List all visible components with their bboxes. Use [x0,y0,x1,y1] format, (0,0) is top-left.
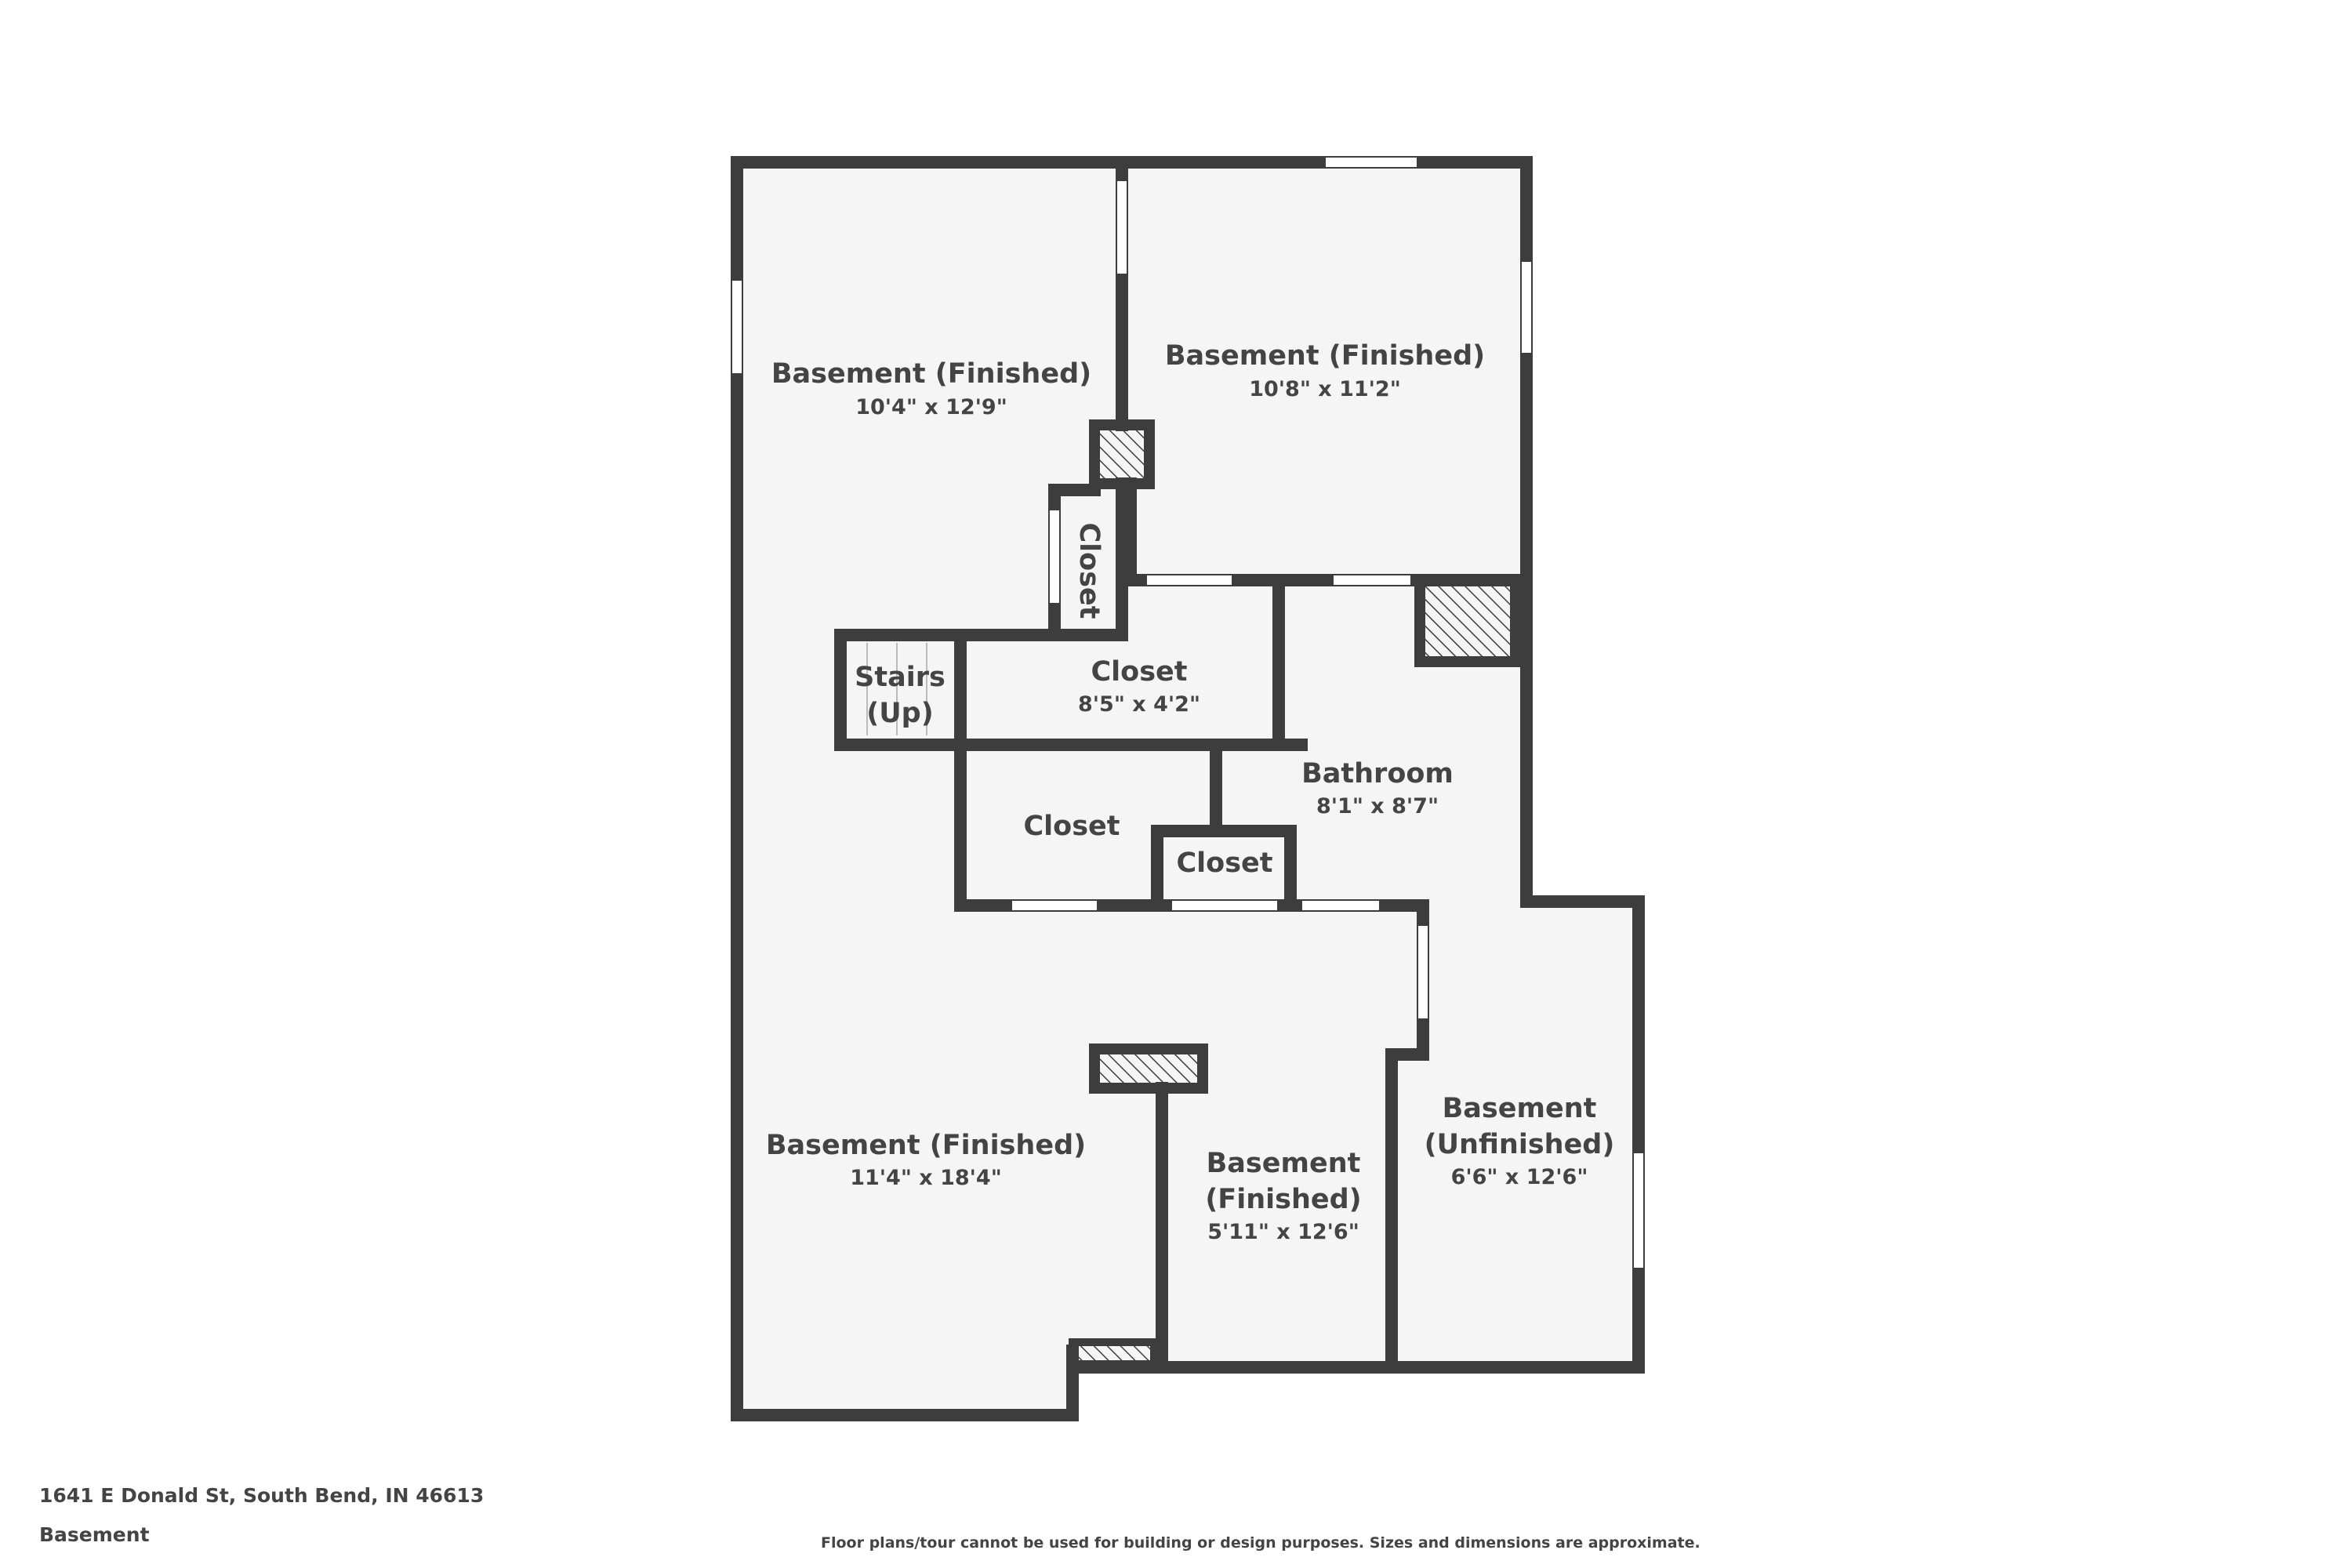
window-right [1520,260,1533,354]
room-name-top-left: Basement (Finished) [771,358,1091,390]
hatched-column-right [1414,575,1521,667]
room-dim-top-right: 10'8" x 11'2" [1249,377,1401,401]
room-name-stairs-line1: Stairs [855,662,946,693]
room-dim-bathroom: 8'1" x 8'7" [1316,794,1439,818]
room-name-top-right: Basement (Finished) [1165,340,1485,372]
room-dim-bottom-left: 11'4" x 18'4" [850,1166,1002,1190]
stairs-treads [866,643,927,735]
hatched-column-top [1089,419,1155,489]
floor-area [737,162,1639,1415]
room-name-closet-small: Closet [1176,848,1272,879]
address-text: 1641 E Donald St, South Bend, IN 46613 [39,1484,485,1507]
disclaimer-text: Floor plans/tour cannot be used for buil… [821,1534,1700,1552]
door-unfinished [1417,924,1429,1020]
room-dim-unfinished: 6'6" x 12'6" [1451,1165,1588,1189]
room-name-bathroom: Bathroom [1301,758,1454,789]
room-name-stairs-line2: (Up) [866,698,933,729]
window-right-lower [1632,1152,1645,1269]
room-name-unfinished-line1: Basement [1443,1093,1597,1124]
room-name-bottom-left: Basement (Finished) [766,1130,1086,1161]
room-labels: Basement (Finished) 10'4" x 12'9" Baseme… [766,340,1615,1244]
door-closet-center [1145,574,1233,586]
door-closet-small [1171,899,1279,912]
door-closet-lower [1011,899,1098,912]
room-name-bottom-mid-line1: Basement [1207,1148,1361,1179]
door-bathroom [1332,574,1412,586]
room-name-bottom-mid-line2: (Finished) [1205,1184,1361,1215]
structural-columns [1069,419,1521,1368]
room-name-closet-vertical: Closet [1073,522,1105,619]
hatched-beam-center [1089,1044,1208,1094]
window-top [1324,156,1418,169]
door-bathroom-bottom [1301,899,1381,912]
window-left [731,279,743,375]
room-name-closet-center: Closet [1091,656,1187,688]
openings [731,156,1645,1269]
floor-name-text: Basement [39,1523,150,1546]
door-top-divider [1116,180,1128,275]
hatched-beam-bottom [1069,1338,1158,1368]
room-name-unfinished-line2: (Unfinished) [1425,1129,1615,1160]
room-name-closet-lower: Closet [1023,811,1120,842]
room-dim-bottom-mid: 5'11" x 12'6" [1207,1220,1359,1244]
room-dim-top-left: 10'4" x 12'9" [855,395,1007,419]
room-dim-closet-center: 8'5" x 4'2" [1078,692,1200,717]
door-closet-vertical [1048,509,1061,604]
